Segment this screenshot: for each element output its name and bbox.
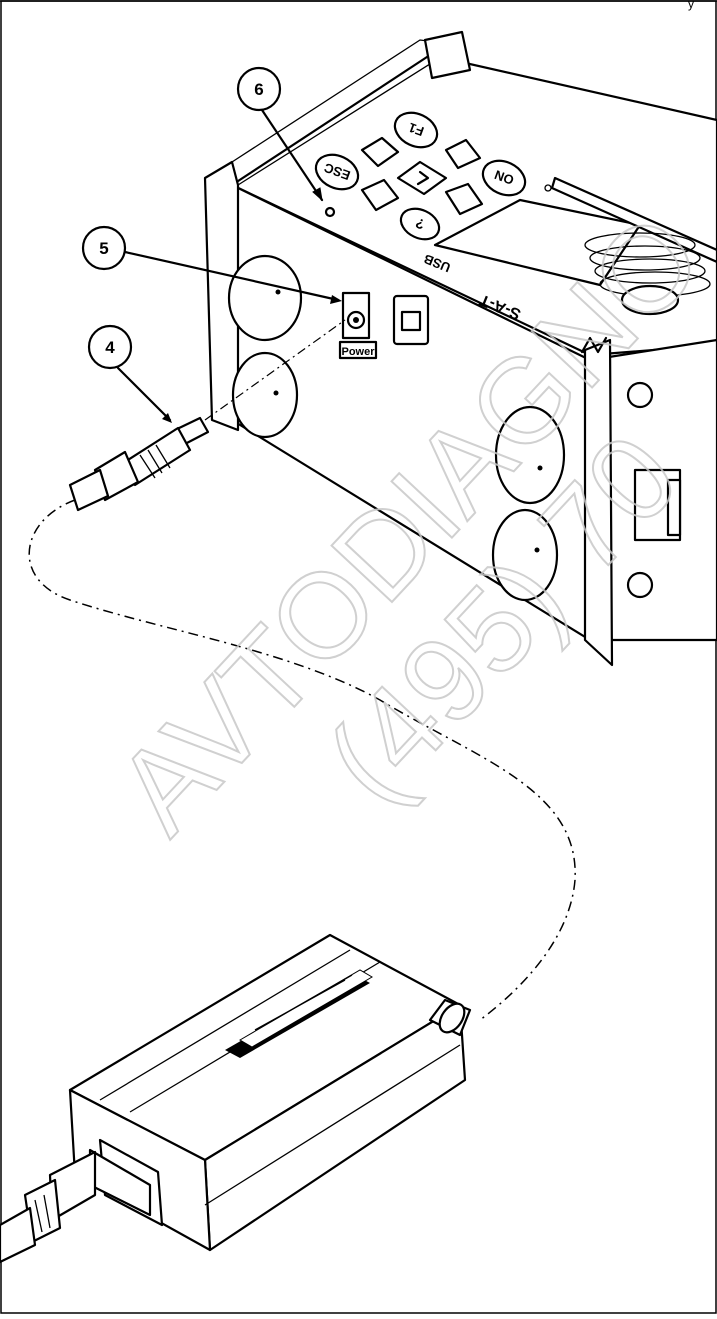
status-led [324,206,336,218]
power-socket: Power [338,291,378,360]
usb-port [392,294,430,346]
svg-text:5: 5 [99,239,108,258]
magnet-foot-top-right [494,405,566,505]
device-rear-bumper [423,30,472,80]
callout-6: 6 [236,66,324,202]
dc-cable [28,499,576,1021]
callout-4: 4 [87,324,172,423]
arrow-down-left-key[interactable] [360,178,400,212]
svg-text:Power: Power [341,346,375,358]
esc-key[interactable]: ESC [310,148,363,196]
power-adapter [68,933,472,1252]
arrow-up-left-key[interactable] [360,136,400,168]
keypad: ESC F1 ON ? [310,106,530,245]
arrow-down-right-key[interactable] [444,182,484,216]
svg-text:6: 6 [254,80,263,99]
paper-roll-coil [584,232,711,316]
diagnostic-device: ESC F1 ON ? [203,30,717,667]
arrow-up-right-key[interactable] [444,138,482,170]
f1-key[interactable]: F1 [389,106,442,154]
help-key[interactable]: ? [396,203,444,245]
device-right-bumper [583,338,614,667]
svg-text:F1: F1 [406,120,425,139]
brand-logo-icon [580,336,608,354]
on-key[interactable]: ON [477,154,530,202]
dc-plug [68,416,210,512]
adapter-vent [225,969,373,1058]
svg-text:ON: ON [492,167,515,188]
page-header-fragment: y [688,0,694,11]
svg-text:4: 4 [105,338,115,357]
magnet-foot-bottom-right [491,508,559,602]
magnet-foot-bottom-left [231,351,299,439]
mains-plug [0,1148,152,1264]
callout-5: 5 [81,225,342,304]
enter-key[interactable] [396,160,448,196]
printer-slot [550,176,717,264]
magnet-foot-top-left [227,254,303,342]
